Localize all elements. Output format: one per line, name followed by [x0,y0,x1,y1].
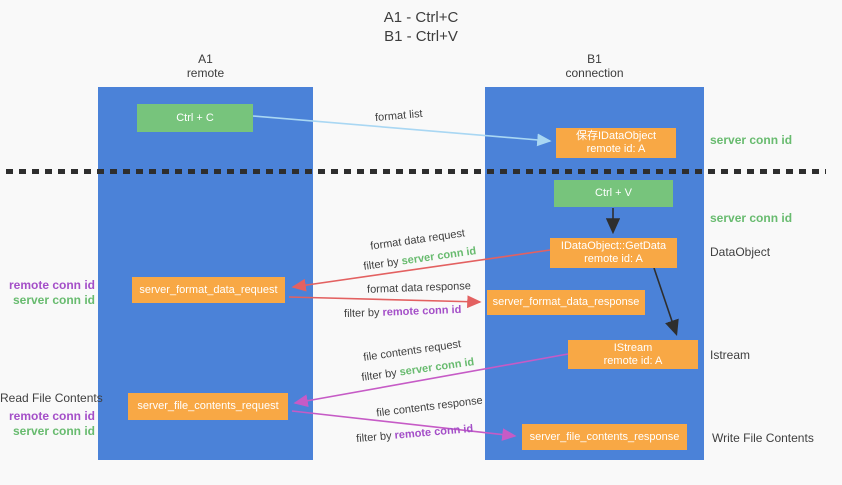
node-server-file-contents-request: server_file_contents_request [128,393,288,420]
title-line-2: B1 - Ctrl+V [384,28,458,45]
format-list-arrow [252,115,552,147]
istream-line2: remote id: A [603,354,663,367]
node-ctrl-v: Ctrl + V [554,180,673,207]
left-remote-conn-id-label-1: remote conn id [8,278,95,292]
node-server-format-data-response: server_format_data_response [487,290,645,315]
istream-side-label: Istream [710,348,751,362]
ctrl-c-label: Ctrl + C [176,111,214,124]
getdata-line2: remote id: A [584,253,643,265]
node-ctrl-c: Ctrl + C [137,104,253,132]
dataobject-label: DataObject [710,245,771,259]
node-istream: IStream remote id: A [568,340,698,369]
node-idataobject-getdata: IDataObject::GetData remote id: A [550,238,677,268]
lane-b1-subtitle: connection [565,66,624,80]
lane-a1-name: A1 [198,52,213,66]
title-line-1: A1 - Ctrl+C [383,9,459,26]
save-idataobject-line1: 保存IDataObject [575,130,657,142]
lane-b1-name: B1 [587,52,602,66]
format-request-label: server_format_data_request [139,283,278,296]
lane-a1-subtitle: remote [186,66,225,80]
format-data-response-arrow [288,295,482,309]
diagram-title: A1 - Ctrl+C B1 - Ctrl+V [0,8,842,46]
right-server-conn-id-label-1: server conn id [710,133,793,147]
left-server-conn-id-label-2: server conn id [12,424,95,438]
file-response-label: server_file_contents_response [529,430,680,443]
read-file-contents-label: Read File Contents [0,391,103,405]
right-server-conn-id-label-2: server conn id [710,211,793,225]
istream-line1: IStream [613,341,653,354]
filter-by-text: filter by [343,306,383,321]
getdata-to-istream-arrow [653,267,679,337]
node-server-file-contents-response: server_file_contents_response [522,424,687,450]
write-file-contents-label: Write File Contents [712,431,814,445]
ctrl-v-label: Ctrl + V [595,187,632,199]
format-response-label: server_format_data_response [492,296,640,308]
left-server-conn-id-label-1: server conn id [12,293,95,307]
getdata-line1: IDataObject::GetData [560,240,667,252]
file-contents-request-arrow [293,353,569,408]
format-data-request-arrow [291,249,551,292]
file-contents-response-arrow [291,410,517,441]
left-remote-conn-id-label-2: remote conn id [8,409,95,423]
lane-header-a1: A1 remote [98,52,313,80]
save-idataobject-line2: remote id: A [586,143,646,155]
lane-header-b1: B1 connection [485,52,704,80]
dotted-divider-line [6,169,826,174]
node-save-idataobject: 保存IDataObject remote id: A [556,128,676,158]
file-request-label: server_file_contents_request [137,400,279,412]
node-server-format-data-request: server_format_data_request [132,277,285,303]
